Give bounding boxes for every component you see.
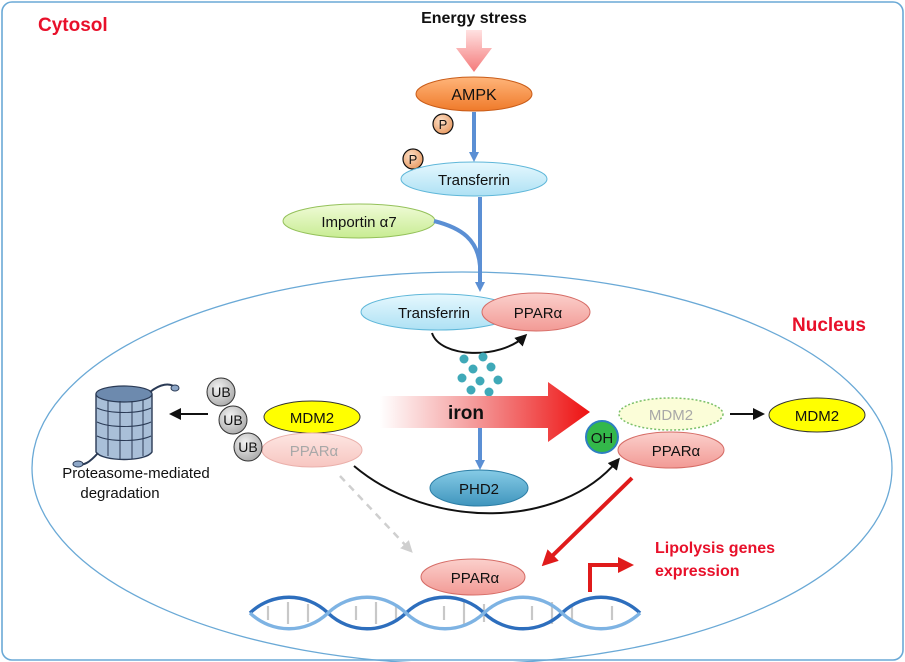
iron-dot — [493, 375, 503, 385]
phospho-1-label: P — [439, 117, 448, 132]
mdm2-bound-label: MDM2 — [290, 410, 334, 427]
ub-3-node — [233, 432, 263, 462]
oh-node — [585, 420, 619, 454]
phospho-2-node — [402, 148, 424, 170]
iron-dots — [457, 352, 503, 397]
iron-dot — [484, 387, 494, 397]
phospho-2-label: P — [409, 152, 418, 167]
nucleus-label: Nucleus — [792, 315, 866, 336]
pparalpha-complex-label: PPARα — [514, 305, 563, 322]
nuclear-pparalpha-arrow — [541, 476, 634, 567]
phd2-node — [429, 469, 529, 507]
dna-helix — [248, 595, 642, 631]
iron-dot — [478, 352, 488, 362]
ub-1-label: UB — [211, 384, 230, 400]
phd2-label: PHD2 — [459, 481, 499, 498]
mdm2-faded-label: MDM2 — [649, 407, 693, 424]
energy-stress-arrow — [456, 30, 492, 72]
phospho-1-node — [432, 113, 454, 135]
ampk-label: AMPK — [451, 87, 497, 104]
oh-label: OH — [591, 430, 614, 447]
iron-dot — [475, 376, 485, 386]
iron-arrow — [380, 382, 590, 442]
lipolysis-label-line2: expression — [655, 563, 739, 580]
iron-dot — [466, 385, 476, 395]
mdm2-released-label: MDM2 — [795, 408, 839, 425]
cytosol-label: Cytosol — [38, 15, 108, 36]
pparalpha-oh-label: PPARα — [652, 443, 701, 460]
mdm2-released-node — [768, 397, 866, 433]
proteasome-label-line2: degradation — [80, 485, 159, 502]
proteasome-icon — [72, 383, 180, 468]
ub-1-node — [206, 377, 236, 407]
ampk-node — [415, 76, 533, 112]
transferrin-cytosol-node — [400, 161, 548, 197]
ub-2-label: UB — [223, 412, 242, 428]
lipolysis-label-line1: Lipolysis genes — [655, 540, 775, 557]
iron-dot — [459, 354, 469, 364]
iron-label: iron — [448, 403, 484, 424]
pparalpha-complex-node — [481, 292, 591, 332]
iron-dot — [468, 364, 478, 374]
iron-dot — [486, 362, 496, 372]
energy-stress-label: Energy stress — [421, 10, 527, 27]
importin-label: Importin α7 — [321, 214, 396, 231]
iron-release-arrow — [431, 332, 528, 354]
mdm2-faded-node — [618, 397, 724, 431]
iron-dot — [457, 373, 467, 383]
transferrin-nucleus-label: Transferrin — [398, 305, 470, 322]
transcription-start-arrow — [588, 557, 634, 592]
pparalpha-oh-node — [617, 431, 725, 469]
ub-3-label: UB — [238, 439, 257, 455]
pparalpha-dna-node — [420, 558, 526, 596]
proteasome-label-line1: Proteasome-mediated — [62, 465, 210, 482]
pparalpha-ub-label: PPARα — [290, 443, 339, 460]
importin-merge-line — [433, 219, 482, 267]
dashed-to-dna-arrow — [339, 475, 413, 553]
hydroxylation-arrow — [353, 457, 620, 515]
nucleus-membrane — [31, 271, 893, 662]
pparalpha-dna-label: PPARα — [451, 570, 500, 587]
ub-2-node — [218, 405, 248, 435]
transferrin-cytosol-label: Transferrin — [438, 172, 510, 189]
